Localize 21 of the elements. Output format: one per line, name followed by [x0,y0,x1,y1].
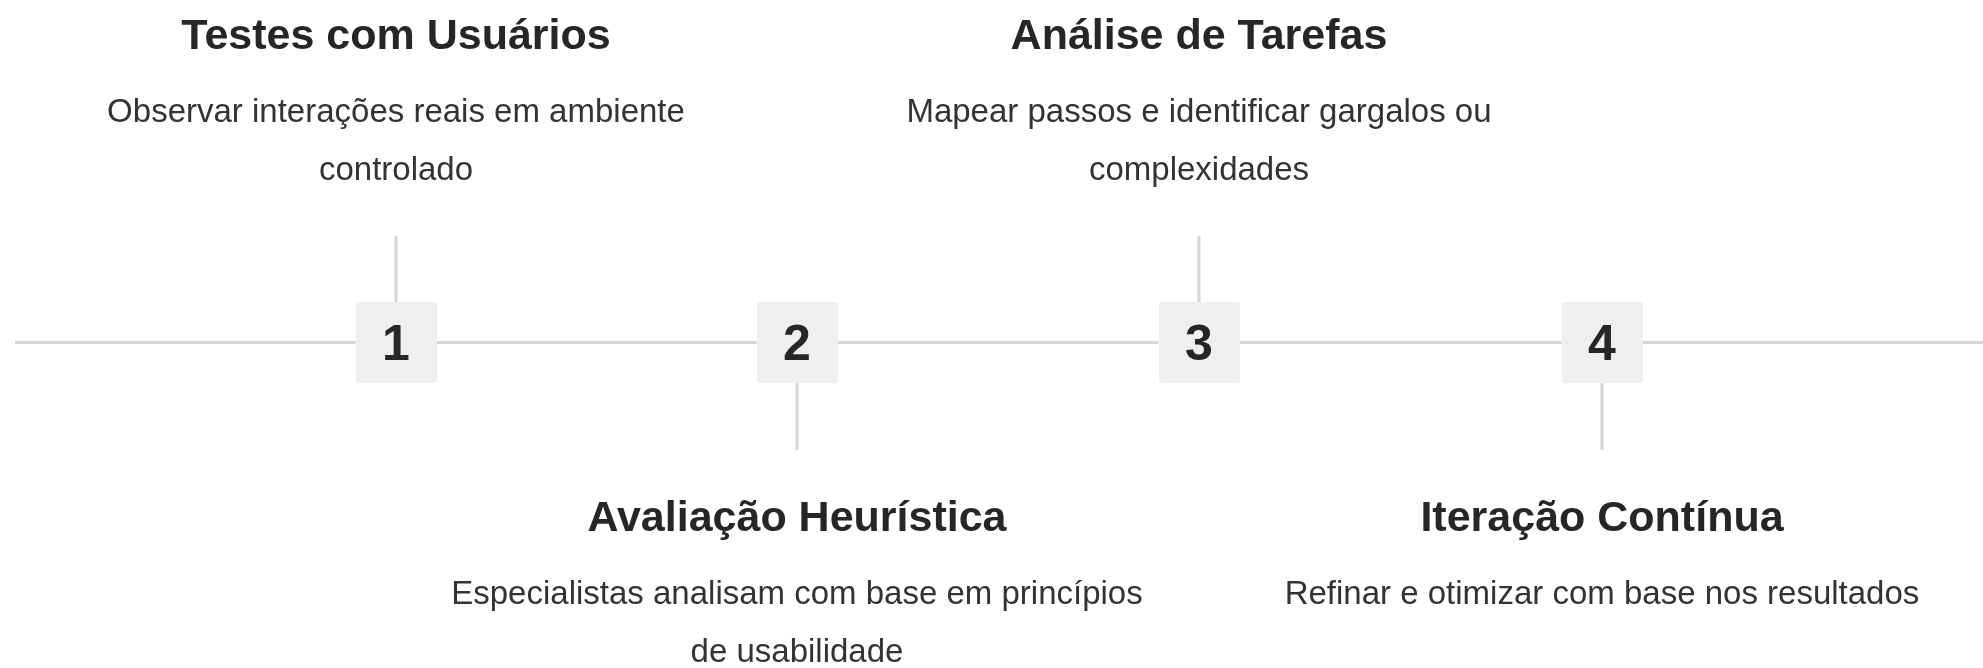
connector-line [1197,236,1201,302]
timeline-line [1239,341,1562,344]
step-description: Mapear passos e identificar gargalos ou complexidades [905,91,1493,189]
connector-line [394,236,398,302]
step-number-box: 2 [756,302,838,383]
step-heading: Iteração Contínua [1420,493,1784,539]
step-description: Observar interações reais em ambiente controlado [106,91,686,189]
timeline-line [837,341,1159,344]
step-description: Refinar e otimizar com base nos resultados [1284,573,1920,613]
timeline-line [436,341,757,344]
step-number-box: 3 [1158,302,1240,383]
timeline-line [15,341,356,344]
step-description: Especialistas analisam com base em princípios de usabilidade [450,573,1144,668]
step-heading: Avaliação Heurística [587,493,1007,539]
connector-line [795,383,799,450]
timeline-line [1642,341,1983,344]
step-number-box: 1 [355,302,437,383]
step-heading: Análise de Tarefas [1010,11,1388,57]
step-heading: Testes com Usuários [181,11,611,57]
step-number-box: 4 [1561,302,1643,383]
connector-line [1600,383,1604,450]
